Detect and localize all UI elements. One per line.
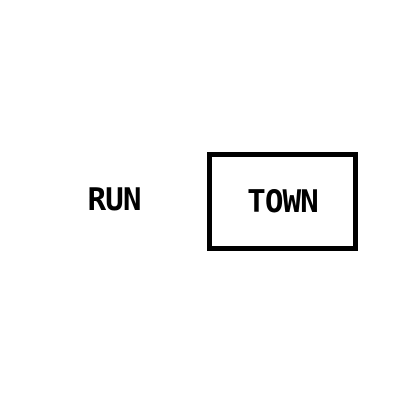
menu-option-run[interactable]: RUN [87, 182, 142, 218]
menu-option-town[interactable]: TOWN [207, 152, 358, 251]
